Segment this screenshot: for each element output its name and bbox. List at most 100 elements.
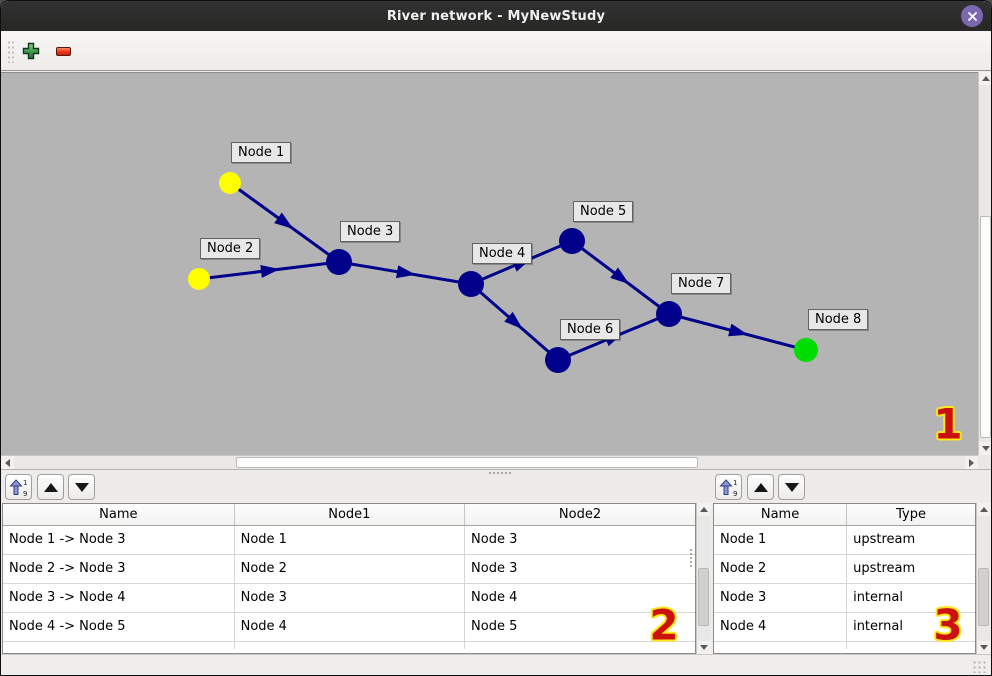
toolbar-grip-handle[interactable]	[7, 40, 15, 63]
table-cell[interactable]: Node 4	[464, 583, 695, 613]
table-cell[interactable]: Node 2	[234, 554, 466, 584]
up-arrow-icon	[980, 507, 988, 512]
up-arrow-icon	[700, 507, 708, 512]
table-cell[interactable]: Node 3	[714, 583, 848, 613]
table-cell[interactable]: Node 3 -> Node 4	[3, 583, 235, 613]
vertical-scroll-thumb[interactable]	[980, 216, 991, 438]
reaches-table-scrollbar[interactable]	[696, 503, 711, 654]
horizontal-scroll-thumb[interactable]	[236, 457, 698, 468]
vertical-scroll-thumb[interactable]	[698, 568, 709, 626]
table-cell[interactable]: Node 4 -> Node 5	[3, 612, 235, 642]
move-down-button-left[interactable]	[68, 474, 95, 500]
edge-arrow-icon	[504, 311, 523, 330]
node-label[interactable]: Node 6	[560, 319, 621, 340]
network-node[interactable]	[794, 338, 818, 362]
node-label[interactable]: Node 3	[340, 221, 401, 242]
table-cell[interactable]: internal	[846, 612, 975, 642]
table-cell[interactable]: Node 1	[234, 525, 466, 555]
up-arrow-icon	[982, 76, 990, 81]
table-cell[interactable]: Node 2 -> Node 3	[3, 554, 235, 584]
scroll-up-button[interactable]	[977, 503, 991, 516]
scroll-up-button[interactable]	[697, 503, 711, 516]
move-up-icon	[43, 482, 58, 492]
table-cell[interactable]: Node 4	[714, 612, 848, 642]
remove-button[interactable]	[52, 40, 74, 62]
node-label[interactable]: Node 7	[671, 273, 732, 294]
move-down-button-right[interactable]	[778, 474, 805, 500]
node-label[interactable]: Node 8	[808, 309, 869, 330]
close-icon	[967, 11, 977, 21]
table-cell[interactable]: Node 3	[464, 554, 695, 584]
move-up-button-left[interactable]	[37, 474, 64, 500]
table-toolbar-row: 1 9 1 9	[1, 469, 991, 503]
table-cell[interactable]: Node 1	[714, 525, 848, 555]
table-cell[interactable]: Node 5	[464, 612, 695, 642]
status-bar	[1, 654, 991, 675]
node-label[interactable]: Node 1	[231, 142, 292, 163]
add-button[interactable]	[20, 40, 42, 62]
table-cell[interactable]: internal	[846, 583, 975, 613]
splitter-handle[interactable]	[488, 471, 512, 475]
canvas-vertical-scrollbar[interactable]	[978, 72, 991, 455]
table-row-partial	[3, 641, 695, 649]
column-header[interactable]: Type	[846, 504, 975, 526]
window-title: River network - MyNewStudy	[386, 8, 606, 24]
table-cell[interactable]: Node 2	[714, 554, 848, 584]
sort-button-right[interactable]: 1 9	[715, 474, 742, 500]
canvas-horizontal-scrollbar[interactable]	[1, 455, 978, 470]
edge-arrow-icon	[610, 267, 630, 285]
column-header[interactable]: Node2	[464, 504, 695, 526]
node-label[interactable]: Node 5	[573, 201, 634, 222]
scroll-down-button[interactable]	[697, 641, 711, 654]
scroll-left-button[interactable]	[1, 456, 14, 470]
table-cell[interactable]: upstream	[846, 554, 975, 584]
scroll-up-button[interactable]	[979, 72, 991, 85]
green-plus-icon	[22, 42, 40, 60]
move-up-button-right[interactable]	[747, 474, 774, 500]
resize-grip-handle[interactable]	[972, 660, 987, 673]
table-cell[interactable]: Node 1 -> Node 3	[3, 525, 235, 555]
table-row-partial	[714, 641, 975, 649]
edge-arrow-icon	[260, 265, 280, 278]
column-header[interactable]: Name	[3, 504, 235, 526]
network-node[interactable]	[219, 172, 241, 194]
scroll-down-button[interactable]	[977, 641, 991, 654]
nodes-table-scrollbar[interactable]	[976, 503, 991, 654]
pane-grip-handle[interactable]	[689, 548, 693, 568]
table-cell[interactable]: Node 4	[234, 612, 466, 642]
sort-button-left[interactable]: 1 9	[5, 474, 32, 500]
network-node[interactable]	[458, 271, 484, 297]
network-node[interactable]	[545, 347, 571, 373]
network-node[interactable]	[188, 268, 210, 290]
svg-text:9: 9	[733, 490, 737, 497]
move-up-icon	[753, 482, 768, 492]
scroll-down-button[interactable]	[979, 442, 991, 455]
column-header[interactable]: Name	[714, 504, 848, 526]
close-button[interactable]	[961, 5, 983, 27]
vertical-scroll-thumb[interactable]	[978, 568, 989, 626]
table-cell[interactable]: Node 3	[464, 525, 695, 555]
titlebar[interactable]: River network - MyNewStudy	[1, 1, 991, 31]
network-node[interactable]	[326, 249, 352, 275]
node-label[interactable]: Node 4	[472, 243, 533, 264]
right-arrow-icon	[969, 459, 974, 467]
table-cell[interactable]: Node 3	[234, 583, 466, 613]
table-cell[interactable]: upstream	[846, 525, 975, 555]
column-header[interactable]: Node1	[234, 504, 466, 526]
network-canvas[interactable]: Node 1 Node 2 Node 3 Node 4 Node 5 Node 6 Node…	[1, 72, 978, 455]
network-node[interactable]	[656, 301, 682, 327]
network-node[interactable]	[559, 228, 585, 254]
scroll-right-button[interactable]	[965, 456, 978, 470]
sort-icon: 1 9	[719, 479, 737, 497]
node-label[interactable]: Node 2	[200, 238, 261, 259]
